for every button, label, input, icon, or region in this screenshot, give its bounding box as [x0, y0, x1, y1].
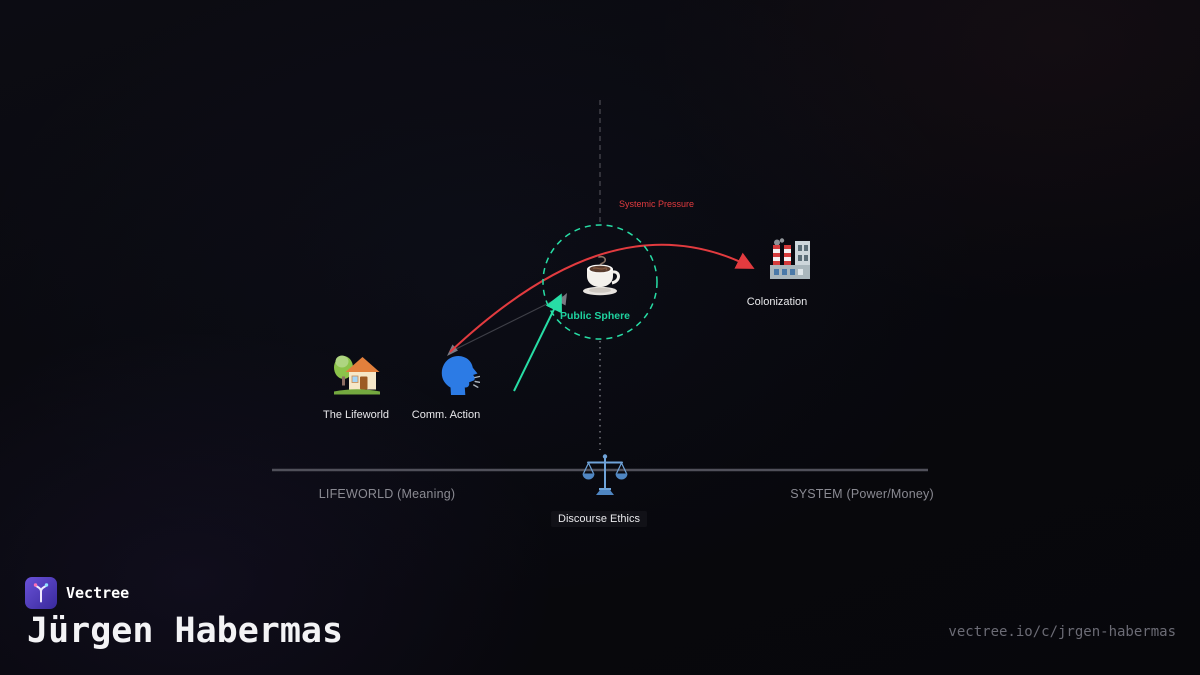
- colonization-arrow: [449, 243, 755, 353]
- node-colonization[interactable]: [768, 237, 814, 283]
- comm-action-label: Comm. Action: [411, 409, 481, 421]
- page-url: vectree.io/c/jrgen-habermas: [948, 624, 1176, 640]
- speaking-head-icon: [438, 355, 481, 400]
- systemic-pressure-label: Systemic Pressure: [619, 199, 695, 209]
- node-lifeworld[interactable]: [333, 351, 381, 396]
- node-comm-action[interactable]: [438, 352, 481, 396]
- axis-lifeworld-label: LIFEWORLD (Meaning): [318, 487, 456, 501]
- factory-icon: [768, 238, 814, 287]
- discourse-ethics-label: Discourse Ethics: [551, 511, 647, 527]
- balance-scale-icon: [582, 454, 628, 502]
- public-sphere-circle: [542, 224, 658, 340]
- node-discourse-ethics[interactable]: [582, 452, 628, 498]
- page-title: Jürgen Habermas: [27, 611, 344, 651]
- vectree-logo-icon[interactable]: [25, 577, 57, 609]
- colonization-label: Colonization: [746, 296, 808, 308]
- node-public-sphere[interactable]: [579, 255, 625, 297]
- comm-action-arrow: [513, 293, 562, 392]
- axis-system-label: SYSTEM (Power/Money): [790, 487, 934, 501]
- house-icon: [333, 355, 381, 400]
- lifeworld-label: The Lifeworld: [322, 409, 390, 421]
- public-sphere-label: Public Sphere: [559, 310, 631, 322]
- brand-name: Vectree: [66, 584, 130, 602]
- coffee-cup-icon: [579, 255, 625, 301]
